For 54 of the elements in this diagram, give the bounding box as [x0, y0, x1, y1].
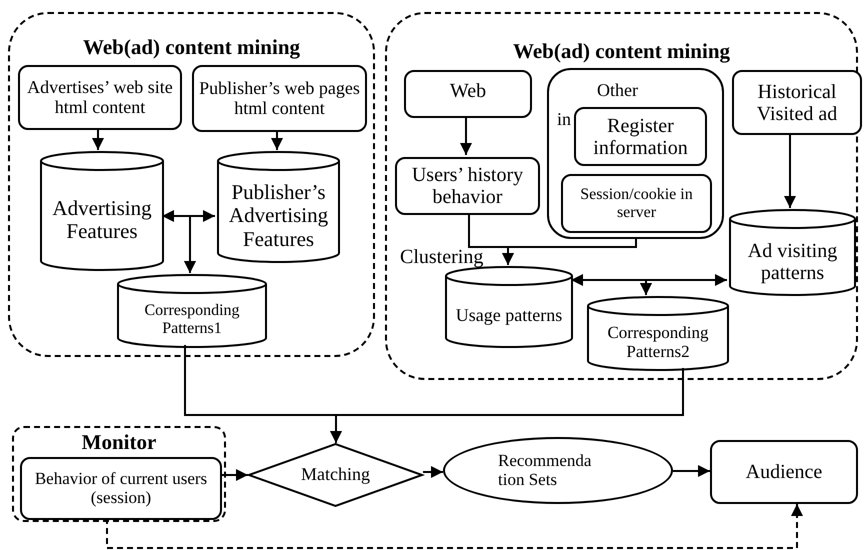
node-text: Users’ history behavior [410, 164, 524, 208]
database-cylinder [117, 275, 267, 347]
process-box [710, 440, 858, 504]
arrow [673, 465, 710, 477]
process-box [395, 157, 540, 215]
arrow [460, 116, 472, 155]
database-cylinder [729, 210, 856, 295]
arrow [423, 466, 443, 478]
node-text: Historical Visited ad [756, 80, 838, 124]
process-box [192, 65, 367, 132]
dashed-arrow [106, 504, 803, 549]
annotation-text: Clustering [400, 246, 484, 269]
decision-diamond [248, 443, 423, 507]
arrow [162, 210, 215, 222]
process-box [732, 70, 862, 135]
node-text: Session/cookie in server [579, 186, 694, 222]
arrow [220, 469, 248, 481]
node-text: Audience [746, 461, 822, 483]
process-box [561, 174, 712, 233]
database-cylinder [217, 152, 340, 262]
process-box [404, 70, 532, 118]
process-box [547, 68, 724, 239]
arrow [571, 274, 727, 286]
node-text: Ad visiting patterns [746, 240, 838, 284]
database-cylinder [40, 152, 164, 270]
process-box [574, 107, 707, 166]
arrow [784, 133, 796, 208]
node-text: Web [448, 80, 488, 102]
node-text: Recommenda tion Sets [498, 452, 592, 490]
node-text: Other [597, 81, 638, 101]
node-text: Matching [301, 465, 370, 485]
process-box [18, 65, 182, 130]
node-text: Publisher’s Advertising Features [228, 181, 330, 251]
arrow [271, 130, 283, 150]
arrow [502, 237, 637, 265]
database-cylinder [587, 297, 729, 370]
node-text: Usage patterns [456, 306, 562, 326]
database-cylinder [445, 267, 573, 347]
node-text: Publisher’s web pages html content [198, 78, 361, 118]
node-text: Corresponding Patterns2 [606, 324, 710, 362]
group-title: Web(ad) content mining [82, 36, 301, 60]
group-title: Web(ad) content mining [512, 40, 731, 64]
process-box [20, 457, 222, 520]
arrow [92, 128, 104, 150]
group-title: Monitor [80, 431, 158, 454]
node-text: Advertises’ web site html content [26, 78, 174, 118]
node-text: Advertising Features [51, 196, 153, 244]
dashed-group [12, 426, 226, 522]
dashed-group [8, 12, 375, 357]
node-text: Corresponding Patterns1 [143, 302, 241, 338]
node-text: Behavior of current users (session) [34, 470, 208, 508]
arrow [330, 368, 684, 443]
node-text: in [557, 110, 572, 130]
node-text: Register information [592, 114, 689, 158]
